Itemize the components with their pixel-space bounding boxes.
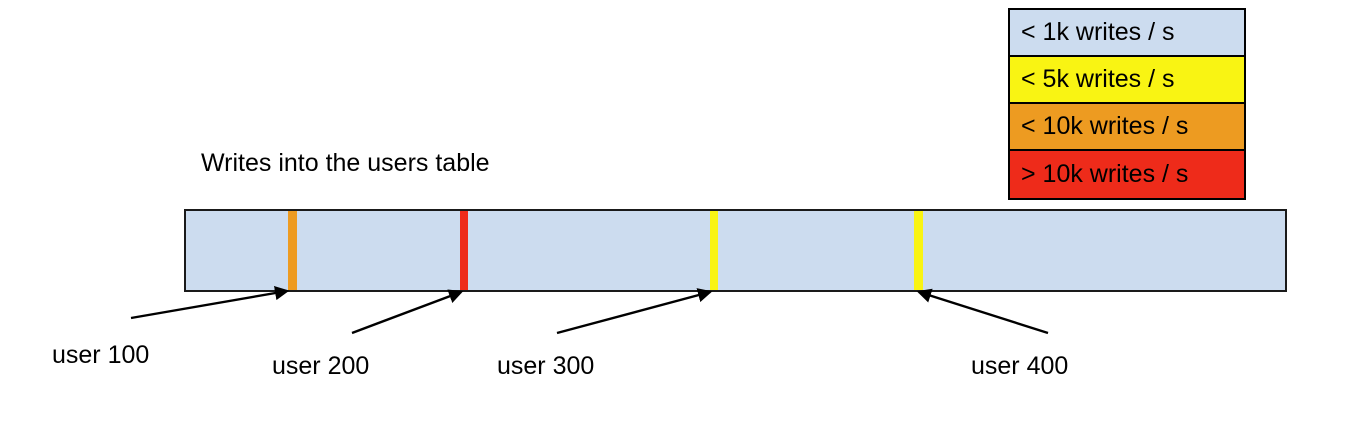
user-400-label: user 400 <box>971 352 1069 380</box>
legend: < 1k writes / s < 5k writes / s < 10k writ… <box>1008 8 1246 200</box>
user-300-arrow-icon <box>556 288 713 335</box>
legend-item: < 1k writes / s <box>1010 10 1244 57</box>
writes-bar <box>184 209 1287 292</box>
legend-item: > 10k writes / s <box>1010 151 1244 198</box>
legend-item-label: > 10k writes / s <box>1021 160 1189 188</box>
user-300-stripe <box>710 211 718 290</box>
user-300-label: user 300 <box>497 352 595 380</box>
chart-title: Writes into the users table <box>201 149 490 177</box>
user-200-label: user 200 <box>272 352 370 380</box>
user-400-arrow-icon <box>916 288 1049 335</box>
user-200-arrow-icon <box>351 289 464 335</box>
legend-item-label: < 5k writes / s <box>1021 65 1175 93</box>
legend-item-label: < 10k writes / s <box>1021 112 1189 140</box>
user-100-label: user 100 <box>52 341 150 369</box>
legend-item-label: < 1k writes / s <box>1021 18 1175 46</box>
legend-item: < 10k writes / s <box>1010 104 1244 151</box>
user-200-stripe <box>460 211 468 290</box>
legend-item: < 5k writes / s <box>1010 57 1244 104</box>
user-400-stripe <box>914 211 923 290</box>
user-100-stripe <box>288 211 297 290</box>
user-100-arrow-icon <box>130 285 290 320</box>
